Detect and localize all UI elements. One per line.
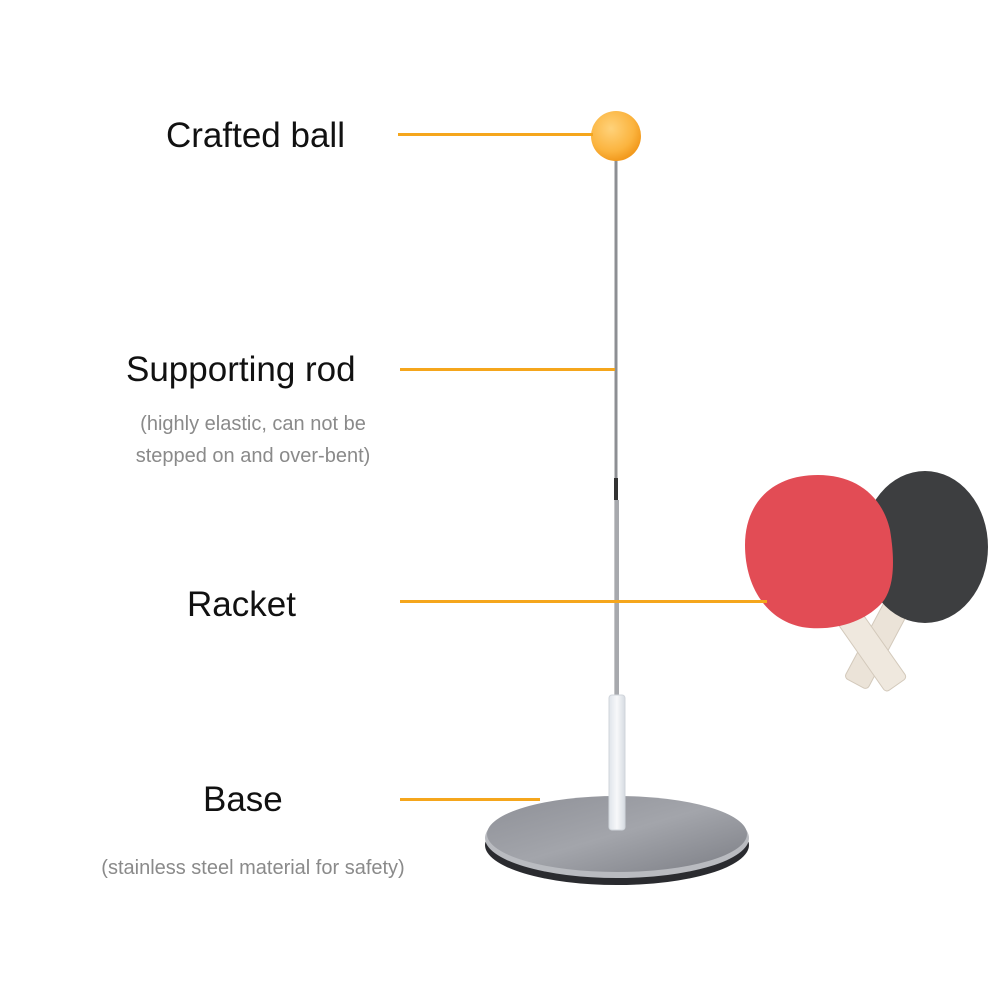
label-base: Base <box>203 780 283 819</box>
leader-line-base <box>400 798 540 801</box>
leader-line-rod <box>400 368 615 371</box>
label-racket: Racket <box>187 585 296 624</box>
note-base: (stainless steel material for safety) <box>101 857 405 879</box>
rackets <box>745 471 988 692</box>
leader-line-racket <box>400 600 767 603</box>
note-line-1: (highly elastic, can not be <box>140 413 366 435</box>
note-supporting-rod: (highly elastic, can not be stepped on a… <box>118 408 388 472</box>
label-supporting-rod: Supporting rod <box>126 350 356 389</box>
base-disc <box>485 796 749 885</box>
rod-sleeve <box>608 694 626 831</box>
label-crafted-ball: Crafted ball <box>166 116 345 155</box>
ball <box>591 111 641 161</box>
rod-joint <box>614 478 618 500</box>
leader-line-ball <box>398 133 593 136</box>
note-line-2: stepped on and over-bent) <box>135 445 371 467</box>
